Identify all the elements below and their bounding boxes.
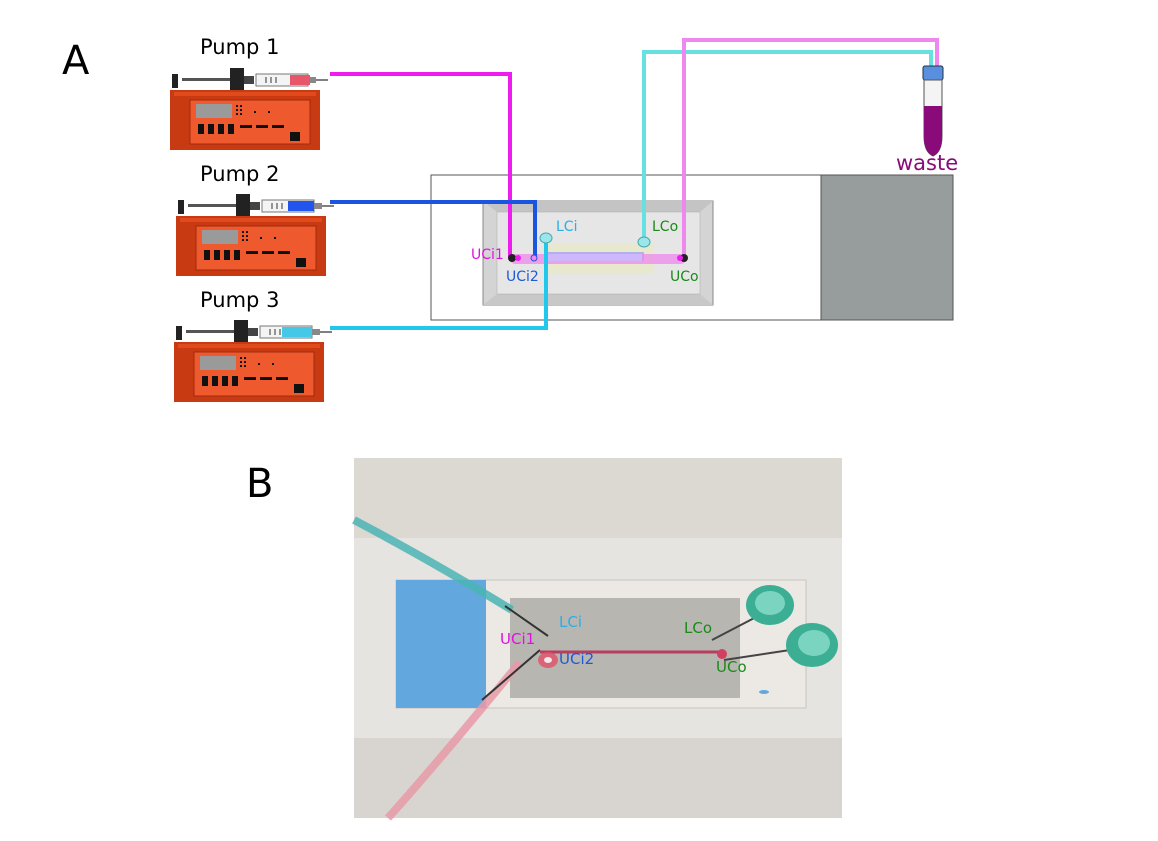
pump-2-label: Pump 2 bbox=[200, 162, 279, 186]
waste-tube bbox=[922, 65, 944, 157]
syringe-pump-3 bbox=[173, 319, 333, 403]
device-photo bbox=[352, 458, 842, 821]
photo-label-lco: LCo bbox=[684, 619, 712, 637]
chip-ports bbox=[508, 232, 688, 262]
pump-1-label: Pump 1 bbox=[200, 35, 279, 59]
tube-pump-2 bbox=[330, 200, 537, 258]
label-uci1: UCi1 bbox=[471, 247, 504, 263]
panel-letter-b: B bbox=[246, 461, 273, 507]
photo-label-lci: LCi bbox=[559, 613, 582, 631]
photo-label-uco: UCo bbox=[716, 658, 747, 676]
tube-pump-3 bbox=[330, 240, 548, 330]
waste-label: waste bbox=[896, 151, 958, 175]
tube-pump-1 bbox=[330, 72, 512, 258]
syringe-pump-2 bbox=[175, 193, 335, 277]
label-uco: UCo bbox=[670, 269, 699, 285]
label-uci2: UCi2 bbox=[506, 269, 539, 285]
pump-3-label: Pump 3 bbox=[200, 288, 279, 312]
photo-label-uci1: UCi1 bbox=[500, 630, 535, 648]
tube-uco-waste bbox=[682, 38, 939, 255]
label-lco: LCo bbox=[652, 219, 678, 235]
label-lci: LCi bbox=[556, 219, 577, 235]
panel-letter-a: A bbox=[62, 38, 90, 84]
tube-lco-waste bbox=[642, 50, 933, 240]
syringe-pump-1 bbox=[169, 67, 329, 151]
photo-label-uci2: UCi2 bbox=[559, 650, 594, 668]
